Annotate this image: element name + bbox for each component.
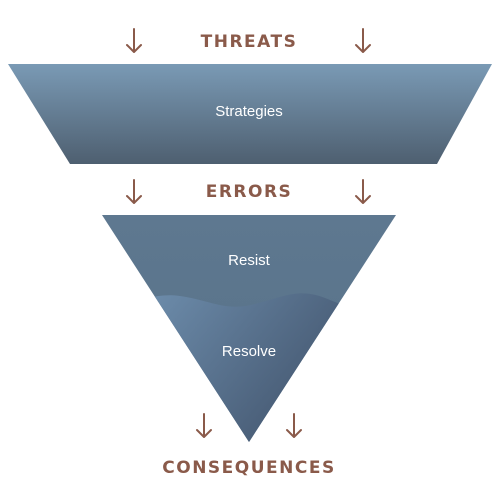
errors-label: ERRORS: [206, 182, 293, 202]
down-arrow-icon: [126, 28, 142, 53]
strategies-label: Strategies: [215, 103, 283, 120]
down-arrow-icon: [196, 413, 212, 438]
strategies-trapezoid: Strategies: [8, 64, 492, 164]
resolve-wave-region: [102, 293, 396, 442]
consequences-row: CONSEQUENCES: [162, 413, 335, 478]
resist-resolve-triangle: Resist Resolve: [102, 215, 396, 442]
threats-row: THREATS: [126, 28, 371, 53]
resist-label: Resist: [228, 252, 271, 269]
down-arrow-icon: [355, 28, 371, 53]
down-arrow-icon: [126, 179, 142, 204]
threats-label: THREATS: [201, 32, 298, 52]
errors-row: ERRORS: [126, 179, 371, 204]
down-arrow-icon: [286, 413, 302, 438]
consequences-label: CONSEQUENCES: [162, 458, 335, 478]
resolve-label: Resolve: [222, 343, 276, 360]
down-arrow-icon: [355, 179, 371, 204]
